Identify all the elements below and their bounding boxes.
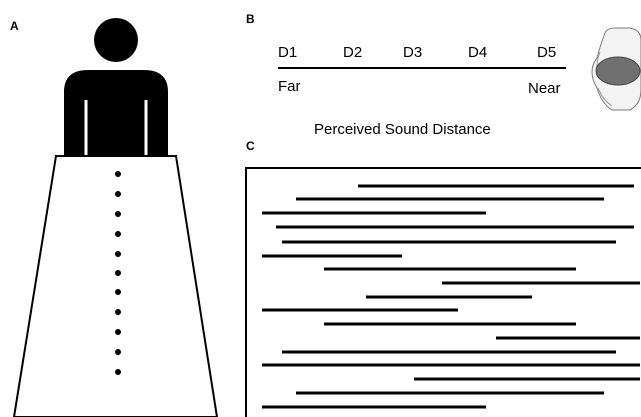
person-figure (64, 18, 168, 156)
panel-c-lines (262, 184, 640, 409)
sound-position-dots (115, 171, 121, 375)
person-torso (64, 70, 168, 156)
distance-label-d2: D2 (343, 44, 362, 61)
head-marker (595, 56, 641, 86)
perceived-sound-distance-caption: Perceived Sound Distance (314, 121, 491, 138)
sound-position-dot (115, 171, 121, 177)
sound-position-dot (115, 309, 121, 315)
sound-position-dot (115, 329, 121, 335)
sound-position-dot (115, 349, 121, 355)
sound-position-dot (115, 251, 121, 257)
panel-a-label: A (10, 19, 19, 33)
panel-c-label: C (246, 139, 255, 153)
near-label: Near (528, 80, 561, 97)
panel-a: A (10, 18, 219, 417)
floor-trapezoid (12, 155, 219, 417)
panel-b-label: B (246, 12, 255, 26)
panel-b: B D1 D2 D3 D4 D5 Far Near Perceived Soun… (246, 12, 641, 138)
sound-position-dot (115, 191, 121, 197)
panel-c-frame (245, 167, 641, 417)
sound-position-dot (115, 369, 121, 375)
distance-label-d4: D4 (468, 44, 487, 61)
sound-position-dot (115, 270, 121, 276)
sound-position-dot (115, 211, 121, 217)
sound-position-dot (115, 231, 121, 237)
sound-position-dot (115, 289, 121, 295)
head-topview-icon (591, 27, 641, 111)
panel-c: C (245, 139, 641, 417)
person-head (94, 18, 138, 62)
distance-label-d1: D1 (278, 44, 297, 61)
distance-label-d3: D3 (403, 44, 422, 61)
distance-label-d5: D5 (537, 44, 556, 61)
far-label: Far (278, 78, 301, 95)
